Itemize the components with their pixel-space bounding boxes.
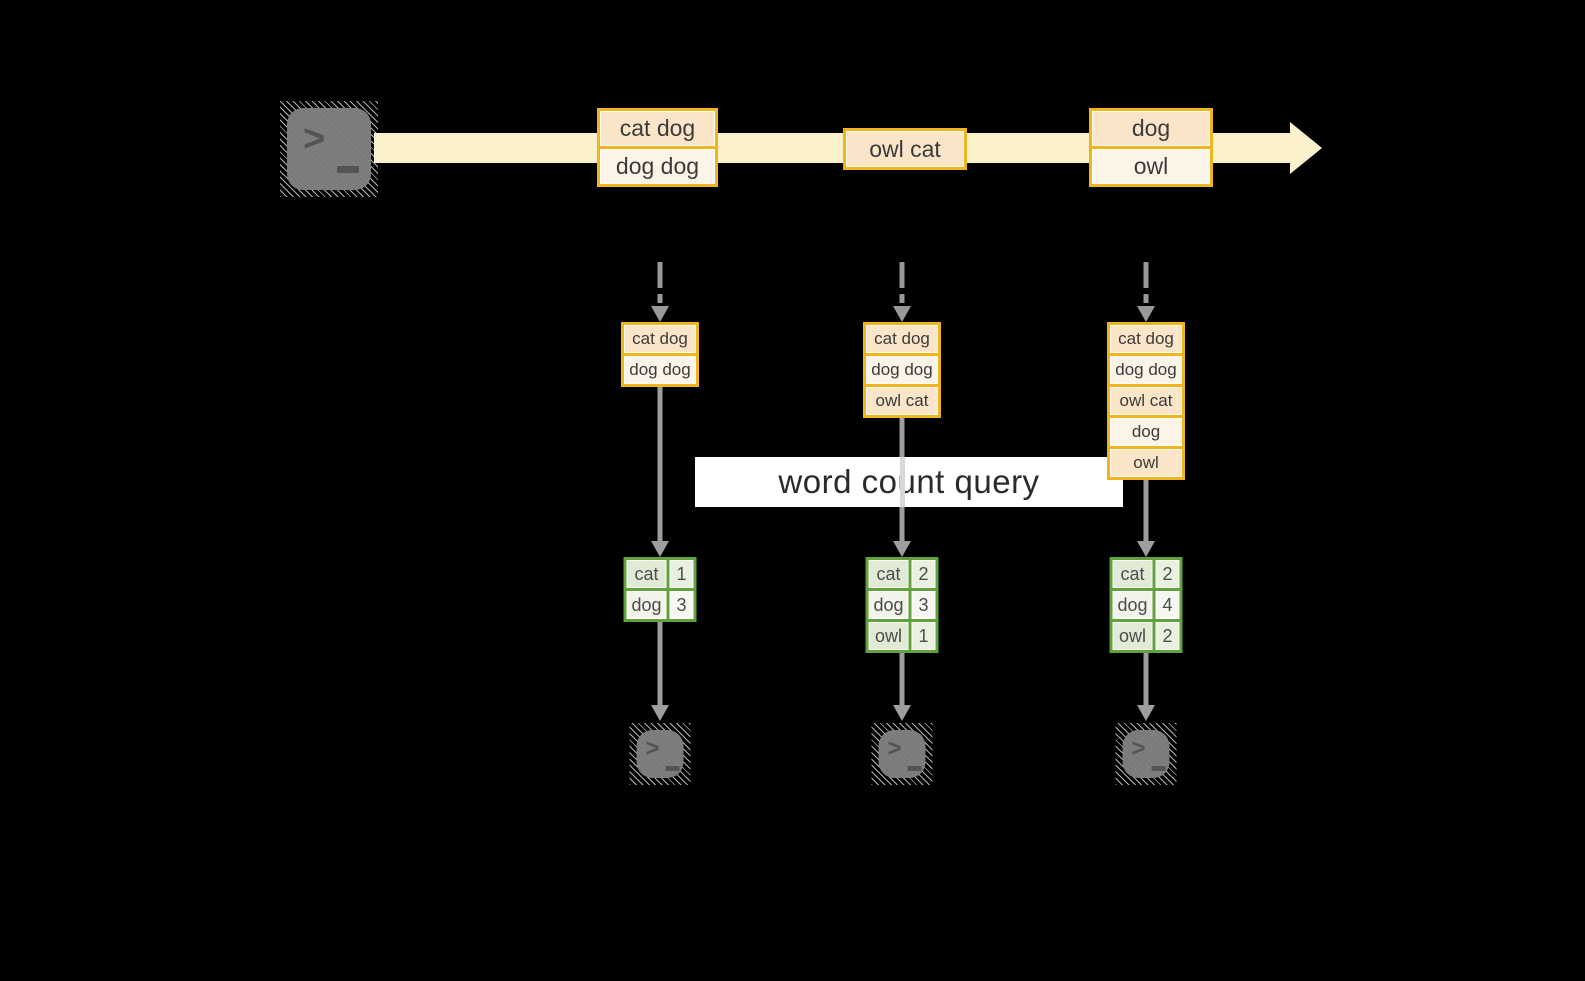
count-value-cell: 3 <box>669 591 694 619</box>
count-value-cell: 2 <box>911 560 936 588</box>
connector-arrowhead-icon <box>651 705 669 721</box>
sink-terminal-icon: > <box>1115 723 1177 785</box>
prompt-underscore-icon <box>337 166 359 173</box>
count-word-cell: cat <box>868 560 909 588</box>
buffer-cell: dog dog <box>866 356 938 384</box>
connector-arrowhead-icon <box>1137 705 1155 721</box>
terminal-icon-body: > <box>1122 730 1170 778</box>
prompt-chevron-icon: > <box>645 735 660 762</box>
terminal-icon-body: > <box>878 730 926 778</box>
dashed-arrow-segment <box>899 294 905 303</box>
connector-line <box>657 622 663 706</box>
buffer-cell: owl cat <box>866 387 938 415</box>
prompt-chevron-icon: > <box>1131 735 1146 762</box>
dashed-arrowhead-icon <box>651 306 669 322</box>
buffer-stack: cat dog dog dog owl cat <box>863 322 941 418</box>
dashed-arrow-segment <box>899 262 905 288</box>
count-value-cell: 1 <box>911 622 936 650</box>
prompt-underscore-icon <box>907 766 922 771</box>
stream-arrowhead-icon <box>1290 122 1322 174</box>
count-value-cell: 4 <box>1155 591 1180 619</box>
connector-line <box>1143 651 1149 706</box>
buffer-cell: owl cat <box>1110 387 1182 415</box>
stream-record-cell: cat dog <box>600 111 715 146</box>
connector-arrowhead-icon <box>893 541 911 557</box>
dashed-arrow-segment <box>657 294 663 303</box>
query-label: word count query <box>778 463 1040 500</box>
buffer-stack: cat dog dog dog owl cat dog owl <box>1107 322 1185 480</box>
prompt-underscore-icon <box>665 766 680 771</box>
buffer-cell: owl <box>1110 449 1182 477</box>
stream-record-cell: dog <box>1092 111 1210 146</box>
count-word-cell: owl <box>868 622 909 650</box>
count-value-cell: 2 <box>1155 622 1180 650</box>
prompt-chevron-icon: > <box>303 118 326 160</box>
connector-arrowhead-icon <box>893 705 911 721</box>
count-value-cell: 3 <box>911 591 936 619</box>
buffer-cell: dog <box>1110 418 1182 446</box>
stream-record-cell: owl <box>1092 149 1210 184</box>
sink-terminal-icon: > <box>629 723 691 785</box>
connector-line <box>899 651 905 706</box>
count-value-cell: 1 <box>669 560 694 588</box>
stream-record-cell: dog dog <box>600 149 715 184</box>
prompt-underscore-icon <box>1151 766 1166 771</box>
buffer-cell: cat dog <box>1110 325 1182 353</box>
connector-arrowhead-icon <box>1137 541 1155 557</box>
count-word-cell: cat <box>626 560 667 588</box>
dashed-arrow-segment <box>1143 294 1149 303</box>
count-word-cell: dog <box>626 591 667 619</box>
connector-through-query <box>900 457 905 507</box>
stream-record-cell: owl cat <box>846 131 964 167</box>
buffer-cell: cat dog <box>624 325 696 353</box>
terminal-icon-body: > <box>636 730 684 778</box>
count-word-cell: cat <box>1112 560 1153 588</box>
terminal-icon-body: > <box>287 108 371 190</box>
connector-arrowhead-icon <box>651 541 669 557</box>
stream-record-box: owl cat <box>843 128 967 170</box>
word-count-query-operator: word count query <box>695 457 1123 507</box>
count-value-cell: 2 <box>1155 560 1180 588</box>
prompt-chevron-icon: > <box>887 735 902 762</box>
connector-line <box>657 385 663 541</box>
source-terminal-icon: > <box>280 101 378 197</box>
count-word-cell: dog <box>868 591 909 619</box>
sink-terminal-icon: > <box>871 723 933 785</box>
dashed-arrow-segment <box>657 262 663 288</box>
dashed-arrowhead-icon <box>1137 306 1155 322</box>
count-word-cell: owl <box>1112 622 1153 650</box>
count-word-cell: dog <box>1112 591 1153 619</box>
buffer-cell: dog dog <box>1110 356 1182 384</box>
buffer-cell: dog dog <box>624 356 696 384</box>
buffer-cell: cat dog <box>866 325 938 353</box>
dashed-arrow-segment <box>1143 262 1149 288</box>
buffer-stack: cat dog dog dog <box>621 322 699 387</box>
connector-line <box>1143 478 1149 541</box>
dashed-arrowhead-icon <box>893 306 911 322</box>
